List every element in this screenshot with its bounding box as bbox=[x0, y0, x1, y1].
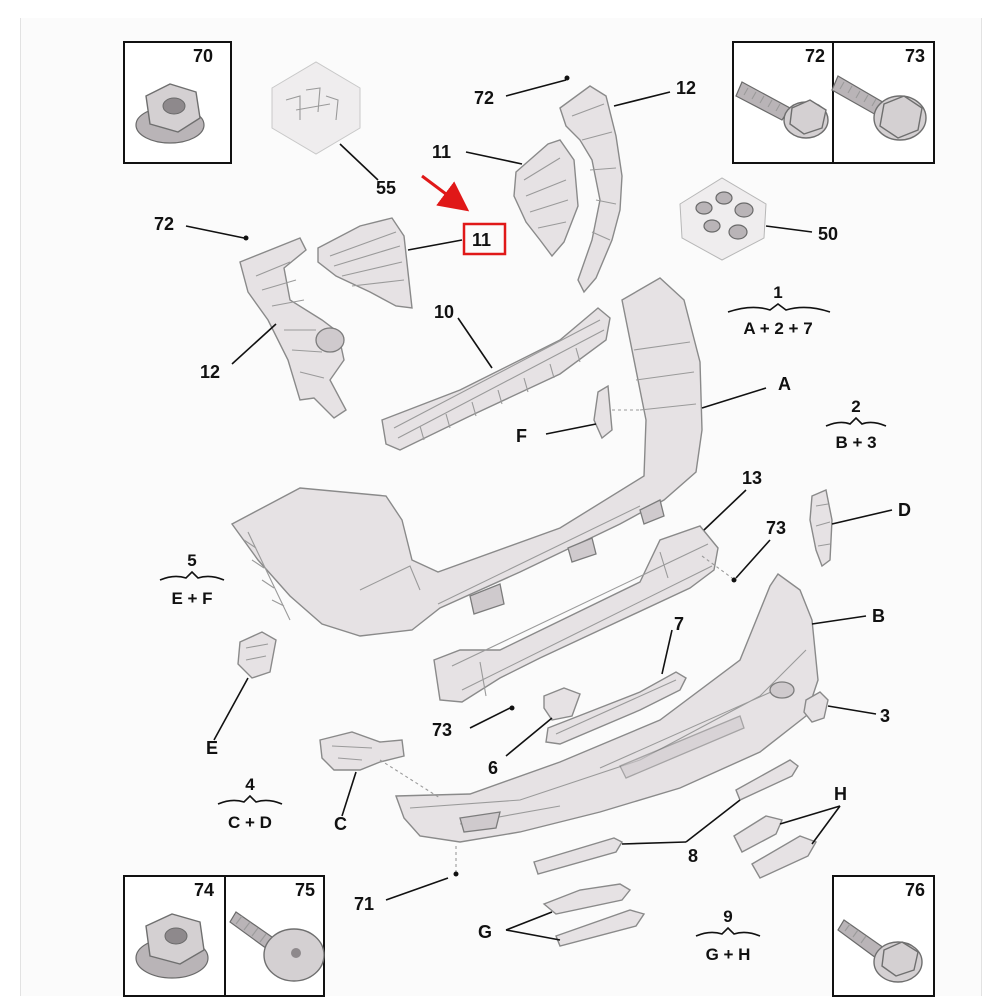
guide-11-left: 11 bbox=[317, 174, 507, 309]
hex-bolt-72-icon bbox=[735, 81, 829, 139]
bracket-C: C bbox=[319, 731, 441, 834]
hardware-box-76-label: 76 bbox=[905, 880, 925, 900]
callout-12-left: 12 bbox=[200, 362, 220, 382]
clip-kit-50: 50 bbox=[679, 177, 838, 261]
red-arrow-icon bbox=[421, 174, 470, 212]
guide-11-right: 11 bbox=[432, 139, 579, 258]
hex-bolt-76-icon bbox=[837, 919, 923, 983]
callout-11-right: 11 bbox=[432, 142, 451, 162]
callout-3: 3 bbox=[880, 706, 890, 726]
callout-73-left: 73 bbox=[432, 720, 452, 740]
bracket-E: E bbox=[206, 631, 277, 758]
callout-55: 55 bbox=[376, 178, 396, 198]
brackets-G: G bbox=[478, 883, 646, 947]
pin-71: 71 bbox=[354, 846, 459, 914]
bracket-12-right: 72 12 bbox=[474, 75, 696, 294]
hardware-box-73-label: 73 bbox=[905, 46, 925, 66]
brackets-H: H bbox=[733, 784, 847, 879]
callout-50: 50 bbox=[818, 224, 838, 244]
kit-1-number: 1 bbox=[773, 283, 782, 302]
hardware-box-72-label: 72 bbox=[805, 46, 825, 66]
hardware-box-76: 76 bbox=[832, 875, 935, 997]
hardware-box-75-label: 75 bbox=[295, 880, 315, 900]
callout-G: G bbox=[478, 922, 492, 942]
kit-5: 5 E + F bbox=[159, 551, 225, 608]
callout-11-highlighted: 11 bbox=[472, 230, 491, 250]
callout-A: A bbox=[778, 374, 791, 394]
clip-kit-55: 55 bbox=[271, 61, 396, 198]
callout-6: 6 bbox=[488, 758, 498, 778]
callout-12-right: 12 bbox=[676, 78, 696, 98]
bracket-6: 6 bbox=[488, 687, 581, 778]
kit-2-number: 2 bbox=[851, 397, 860, 416]
lower-bumper-B: B bbox=[395, 573, 885, 843]
callout-13: 13 bbox=[742, 468, 762, 488]
callout-72-left: 72 bbox=[154, 214, 174, 234]
kit-4-number: 4 bbox=[245, 775, 255, 794]
callout-H: H bbox=[834, 784, 847, 804]
callout-7: 7 bbox=[674, 614, 684, 634]
reinforcement-13: 13 73 73 bbox=[432, 468, 786, 740]
clip-F: F bbox=[516, 384, 642, 446]
kit-5-formula: E + F bbox=[171, 589, 212, 608]
callout-D: D bbox=[898, 500, 911, 520]
kit-4-formula: C + D bbox=[228, 813, 272, 832]
trim-strip-7: 7 bbox=[545, 614, 687, 745]
callout-73-right: 73 bbox=[766, 518, 786, 538]
strips-8: 8 bbox=[533, 759, 799, 875]
absorber-10: 10 bbox=[381, 302, 611, 451]
bracket-D: D bbox=[809, 489, 911, 568]
hardware-box-70: 70 bbox=[123, 41, 232, 164]
callout-10: 10 bbox=[434, 302, 454, 322]
hardware-box-70-label: 70 bbox=[193, 46, 213, 66]
callout-C: C bbox=[334, 814, 347, 834]
callout-72-right: 72 bbox=[474, 88, 494, 108]
kit-1: 1 A + 2 + 7 bbox=[727, 283, 831, 338]
hardware-box-74-75: 74 75 bbox=[123, 875, 325, 997]
kit-9-number: 9 bbox=[723, 907, 732, 926]
callout-B: B bbox=[872, 606, 885, 626]
kit-4: 4 C + D bbox=[217, 775, 283, 832]
callout-E: E bbox=[206, 738, 218, 758]
bracket-12-left: 72 12 bbox=[154, 214, 347, 419]
cap-3: 3 bbox=[803, 691, 890, 726]
flange-nut-74-icon bbox=[135, 913, 209, 979]
kit-9-formula: G + H bbox=[706, 945, 751, 964]
kit-2: 2 B + 3 bbox=[825, 397, 887, 452]
kit-5-number: 5 bbox=[187, 551, 196, 570]
kit-1-formula: A + 2 + 7 bbox=[743, 319, 812, 338]
flange-nut-70-icon bbox=[135, 83, 205, 144]
hardware-box-72-73: 72 73 bbox=[732, 41, 935, 164]
callout-71: 71 bbox=[354, 894, 374, 914]
callout-F: F bbox=[516, 426, 527, 446]
kit-9: 9 G + H bbox=[695, 907, 761, 964]
kit-2-formula: B + 3 bbox=[835, 433, 876, 452]
screw-75-icon bbox=[229, 911, 325, 982]
upper-bumper-A: A bbox=[230, 277, 791, 637]
hardware-box-74-label: 74 bbox=[194, 880, 214, 900]
hex-bolt-73-icon bbox=[831, 75, 927, 141]
callout-8: 8 bbox=[688, 846, 698, 866]
highlight-box bbox=[462, 222, 507, 256]
